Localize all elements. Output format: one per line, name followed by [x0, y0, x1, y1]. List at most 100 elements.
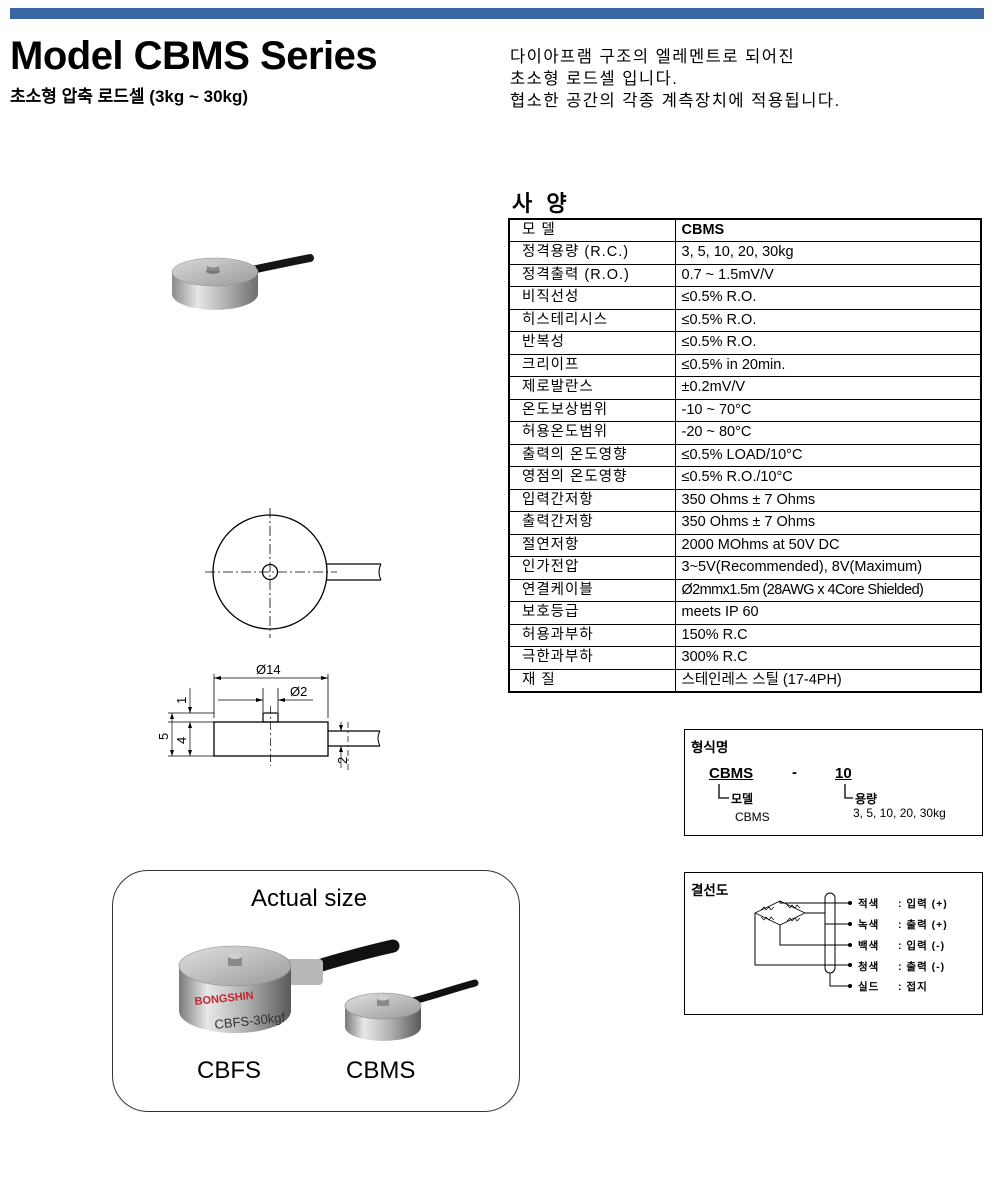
spec-label: 절연저항	[508, 533, 676, 557]
description-line: 다이아프램 구조의 엘레멘트로 되어진	[510, 48, 796, 66]
spec-label: 정격출력 (R.O.)	[508, 263, 676, 287]
spec-value: ≤0.5% R.O.	[674, 308, 982, 332]
spec-label: 재 질	[508, 668, 676, 692]
spec-label: 입력간저항	[508, 488, 676, 512]
wire-function: : 입력 (-)	[898, 940, 946, 952]
spec-row: 정격용량 (R.C.)3, 5, 10, 20, 30kg	[508, 241, 982, 265]
spec-row: 영점의 온도영향≤0.5% R.O./10°C	[508, 466, 982, 490]
top-color-bar	[10, 8, 984, 19]
spec-value: 3, 5, 10, 20, 30kg	[674, 241, 982, 265]
actual-size-title: Actual size	[251, 885, 368, 912]
page-title: Model CBMS Series	[10, 34, 378, 78]
spec-value: CBMS	[674, 218, 982, 242]
dim-cable-diameter: 2	[335, 757, 350, 764]
spec-row: 출력의 온도영향≤0.5% LOAD/10°C	[508, 443, 982, 467]
spec-value: 350 Ohms ± 7 Ohms	[674, 488, 982, 512]
spec-value: 2000 MOhms at 50V DC	[674, 533, 982, 557]
model-code-model-label: 모델	[731, 792, 754, 806]
spec-row: 비직선성≤0.5% R.O.	[508, 286, 982, 310]
spec-label: 정격용량 (R.C.)	[508, 241, 676, 265]
spec-value: 350 Ohms ± 7 Ohms	[674, 511, 982, 535]
spec-value: ±0.2mV/V	[674, 376, 982, 400]
engraving-text: CBFS-30kgf	[214, 1010, 286, 1032]
actual-size-panel: Actual size BONGSHIN CBFS-30kgf	[112, 870, 520, 1112]
spec-value: -20 ~ 80°C	[674, 421, 982, 445]
wire-color: 녹색	[858, 919, 880, 931]
wire-function: : 출력 (+)	[898, 919, 948, 931]
spec-value: 3~5V(Recommended), 8V(Maximum)	[674, 556, 982, 580]
spec-label: 반복성	[508, 331, 676, 355]
spec-value: 0.7 ~ 1.5mV/V	[674, 263, 982, 287]
spec-label: 히스테리시스	[508, 308, 676, 332]
model-code-capacity-label: 용량	[855, 792, 878, 806]
spec-value: 150% R.C	[674, 623, 982, 647]
model-code-capacity-values: 3, 5, 10, 20, 30kg	[853, 806, 946, 820]
spec-row: 크리이프≤0.5% in 20min.	[508, 353, 982, 377]
spec-row: 히스테리시스≤0.5% R.O.	[508, 308, 982, 332]
spec-label: 출력의 온도영향	[508, 443, 676, 467]
wiring-diagram	[754, 892, 852, 988]
dim-outer-diameter: Ø14	[256, 662, 281, 677]
spec-label: 모 델	[508, 218, 676, 242]
description-line: 초소형 로드셀 입니다.	[510, 70, 679, 88]
model-code-brackets	[718, 784, 853, 799]
wiring-box: 결선도 적색 : 입력 (+) 녹색 : 출력 (+) 백색 : 입력 (-) …	[684, 872, 983, 1015]
product-photo	[171, 254, 314, 310]
spec-row: 제로발란스±0.2mV/V	[508, 376, 982, 400]
spec-label: 허용과부하	[508, 623, 676, 647]
spec-value: 300% R.C	[674, 646, 982, 670]
wire-function: : 출력 (-)	[898, 961, 946, 973]
description-line: 협소한 공간의 각종 계측장치에 적용됩니다.	[510, 92, 841, 110]
wire-color: 적색	[858, 898, 880, 910]
dim-button-diameter: Ø2	[290, 684, 307, 699]
model-code-title: 형식명	[691, 740, 729, 755]
wire-function: : 입력 (+)	[898, 898, 948, 910]
model-code-box: 형식명 CBMS - 10 모델 CBMS 용량 3, 5, 10, 20, 3…	[684, 729, 983, 836]
wire-color: 실드	[858, 981, 880, 993]
product-description: 다이아프램 구조의 엘레멘트로 되어진 초소형 로드셀 입니다. 협소한 공간의…	[510, 46, 841, 112]
spec-label: 영점의 온도영향	[508, 466, 676, 490]
spec-label: 비직선성	[508, 286, 676, 310]
actual-size-left-label: CBFS	[197, 1057, 262, 1084]
actual-size-right-label: CBMS	[346, 1057, 416, 1084]
spec-label: 제로발란스	[508, 376, 676, 400]
spec-row: 허용온도범위-20 ~ 80°C	[508, 421, 982, 445]
spec-label: 온도보상범위	[508, 398, 676, 422]
spec-value: ≤0.5% R.O./10°C	[674, 466, 982, 490]
spec-value: 스테인레스 스틸 (17-4PH)	[674, 668, 982, 692]
spec-value: ≤0.5% in 20min.	[674, 353, 982, 377]
wire-color: 청색	[858, 961, 880, 973]
spec-label: 허용온도범위	[508, 421, 676, 445]
spec-row: 온도보상범위-10 ~ 70°C	[508, 398, 982, 422]
spec-label: 극한과부하	[508, 646, 676, 670]
spec-value: ≤0.5% LOAD/10°C	[674, 443, 982, 467]
spec-row: 정격출력 (R.O.)0.7 ~ 1.5mV/V	[508, 263, 982, 287]
model-code-model: CBMS	[709, 765, 754, 782]
spec-label: 연결케이블	[508, 578, 676, 602]
wire-function: : 접지	[898, 981, 928, 993]
spec-label: 보호등급	[508, 601, 676, 625]
model-code-capacity: 10	[835, 765, 852, 782]
spec-row: 반복성≤0.5% R.O.	[508, 331, 982, 355]
spec-label: 출력간저항	[508, 511, 676, 535]
actual-size-photos: BONGSHIN CBFS-30kgf	[178, 939, 479, 1041]
page-subtitle: 초소형 압축 로드셀 (3kg ~ 30kg)	[10, 87, 249, 106]
side-view-drawing: Ø14 Ø2 2 1 5 4	[156, 662, 381, 770]
top-view-drawing	[205, 508, 382, 638]
model-code-model-value: CBMS	[735, 810, 770, 824]
dim-total-height: 5	[156, 733, 171, 740]
spec-value: ≤0.5% R.O.	[674, 286, 982, 310]
spec-label: 인가전압	[508, 556, 676, 580]
spec-value: Ø2mmx1.5m (28AWG x 4Core Shielded)	[674, 578, 982, 602]
wire-color: 백색	[858, 940, 880, 952]
dim-body-height: 4	[174, 737, 189, 744]
spec-value: -10 ~ 70°C	[674, 398, 982, 422]
wiring-title: 결선도	[691, 883, 729, 898]
